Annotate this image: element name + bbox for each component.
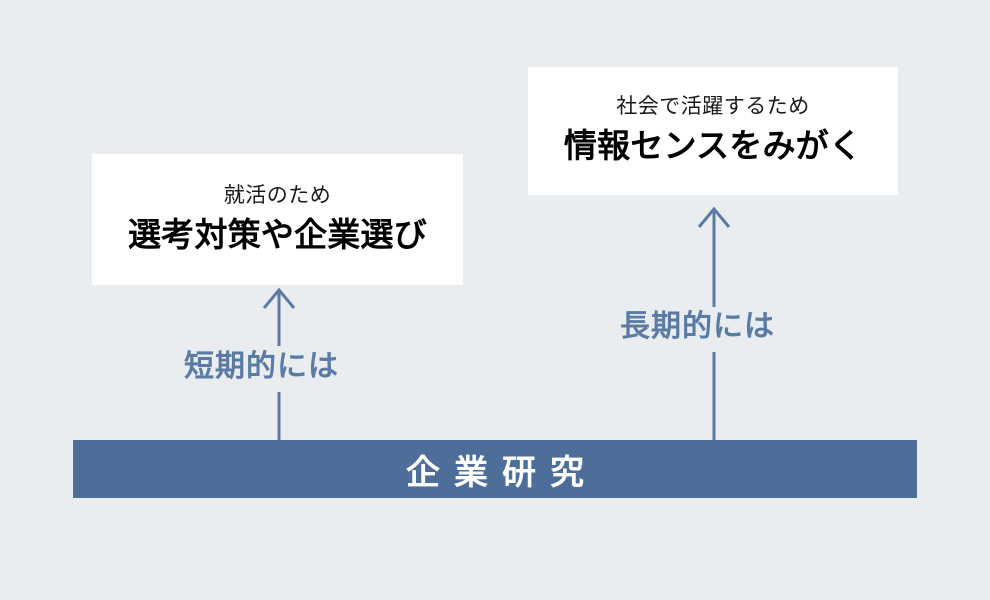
- card-title-short-term: 選考対策や企業選び: [128, 215, 427, 253]
- card-title-long-term: 情報センスをみがく: [563, 127, 863, 165]
- arrow-up-icon-long-term: [697, 206, 731, 307]
- outcome-card-short-term: 就活のため 選考対策や企業選び: [92, 154, 463, 285]
- arrow-shaft-short-term: [277, 392, 281, 442]
- base-concept-label: 企業研究: [406, 453, 598, 492]
- card-subtitle-long-term: 社会で活躍するため: [616, 95, 810, 119]
- card-subtitle-short-term: 就活のため: [223, 183, 332, 207]
- outcome-card-long-term: 社会で活躍するため 情報センスをみがく: [528, 67, 898, 195]
- arrow-shaft-long-term: [712, 352, 716, 442]
- arrow-label-short-term: 短期的には: [184, 350, 339, 383]
- arrow-up-icon-short-term: [262, 287, 296, 346]
- base-concept-bar: 企業研究: [73, 440, 917, 498]
- arrow-label-long-term: 長期的には: [620, 310, 775, 343]
